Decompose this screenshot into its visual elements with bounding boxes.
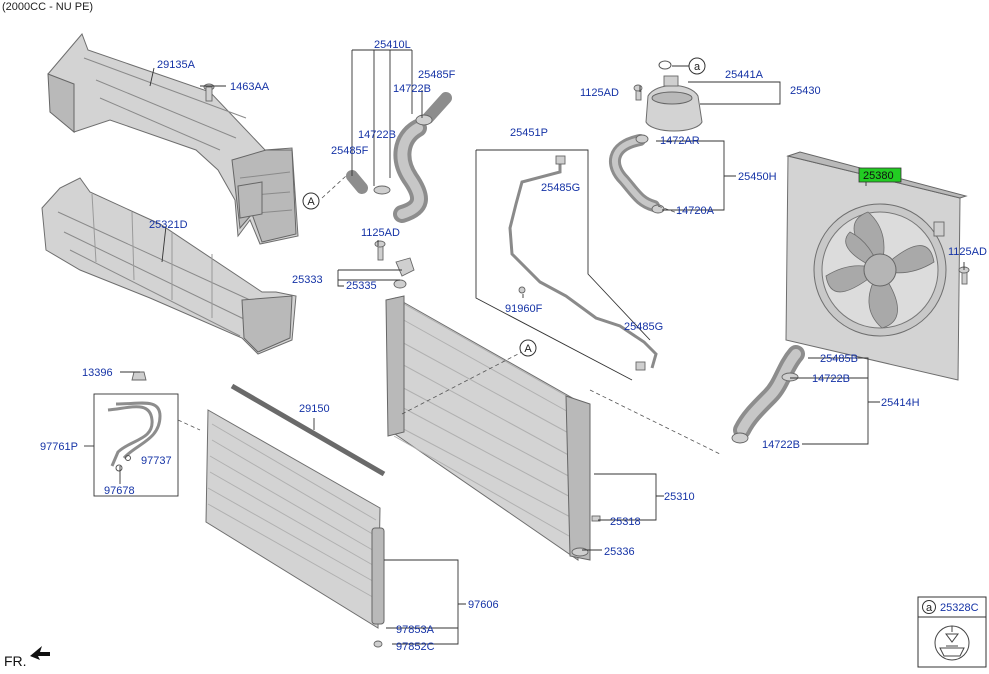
label-25485f-top[interactable]: 25485F [418, 69, 456, 81]
label-25333[interactable]: 25333 [292, 274, 323, 286]
label-97761p[interactable]: 97761P [40, 441, 78, 453]
bolt-1463aa [203, 83, 215, 102]
label-1125ad-right[interactable]: 1125AD [948, 246, 987, 258]
label-29150[interactable]: 29150 [299, 403, 330, 415]
air-guard-lower [41, 177, 297, 355]
label-97852c[interactable]: 97852C [396, 641, 435, 653]
front-arrow-icon [30, 646, 50, 660]
label-25441a[interactable]: 25441A [725, 69, 764, 81]
engine-note: (2000CC - NU PE) [2, 1, 93, 13]
label-97678[interactable]: 97678 [104, 485, 135, 497]
ac-pipe-group [93, 371, 179, 497]
svg-text:A: A [307, 196, 315, 208]
label-25336[interactable]: 25336 [604, 546, 635, 558]
leader-lines [84, 49, 965, 645]
label-25430[interactable]: 25430 [790, 85, 821, 97]
label-14720a[interactable]: 14720A [676, 205, 715, 217]
label-25410l[interactable]: 25410L [374, 39, 411, 51]
label-97737[interactable]: 97737 [141, 455, 172, 467]
label-25310[interactable]: 25310 [664, 491, 695, 503]
label-29135a[interactable]: 29135A [157, 59, 196, 71]
label-25450h[interactable]: 25450H [738, 171, 777, 183]
radiator [385, 295, 601, 561]
label-25318[interactable]: 25318 [610, 516, 641, 528]
seal-strip [230, 383, 386, 477]
label-14722b-r2[interactable]: 14722B [762, 439, 800, 451]
lower-hose [731, 345, 805, 444]
label-14722b-mid[interactable]: 14722B [358, 129, 396, 141]
bracket-small-parts [374, 240, 415, 289]
label-25414h[interactable]: 25414H [881, 397, 920, 409]
air-guard-upper [47, 33, 299, 245]
label-14722b-r1[interactable]: 14722B [812, 373, 850, 385]
legend-code-25328c[interactable]: 25328C [940, 602, 979, 614]
label-1463aa[interactable]: 1463AA [230, 81, 270, 93]
label-25485f-left[interactable]: 25485F [331, 145, 369, 157]
label-1472ar[interactable]: 1472AR [660, 135, 700, 147]
label-13396[interactable]: 13396 [82, 367, 113, 379]
label-97606[interactable]: 97606 [468, 599, 499, 611]
warning-cap-icon [934, 625, 970, 661]
fan-shroud-assembly [785, 151, 968, 381]
label-1125ad-mid[interactable]: 1125AD [361, 227, 400, 239]
label-25380[interactable]: 25380 [863, 170, 894, 182]
label-25485g-bot[interactable]: 25485G [624, 321, 663, 333]
upper-hose [346, 92, 452, 223]
reservoir-tank [633, 60, 703, 132]
marker-a-tank: a [672, 57, 706, 75]
front-label: FR. [4, 653, 27, 669]
legend-marker-circle [922, 600, 936, 614]
legend-marker: a [926, 602, 933, 614]
label-25321d[interactable]: 25321D [149, 219, 188, 231]
label-91960f[interactable]: 91960F [505, 303, 543, 315]
svg-text:a: a [694, 61, 701, 73]
label-14722b-top[interactable]: 14722B [393, 83, 431, 95]
front-direction-indicator: FR. [4, 646, 50, 669]
label-25380-highlight[interactable]: 25380 [858, 167, 902, 183]
label-25451p[interactable]: 25451P [510, 127, 548, 139]
label-25485g-top[interactable]: 25485G [541, 182, 580, 194]
marker-a-main: A [519, 339, 537, 357]
label-25335[interactable]: 25335 [346, 280, 377, 292]
condenser [205, 409, 385, 648]
svg-text:A: A [524, 343, 532, 355]
overflow-hose [508, 155, 658, 371]
label-1125ad-tank[interactable]: 1125AD [580, 87, 619, 99]
marker-a-left: A [302, 192, 320, 210]
legend-box: a 25328C [917, 596, 987, 668]
label-97853a[interactable]: 97853A [396, 624, 435, 636]
reservoir-hose [609, 134, 665, 214]
label-25485b[interactable]: 25485B [820, 353, 858, 365]
